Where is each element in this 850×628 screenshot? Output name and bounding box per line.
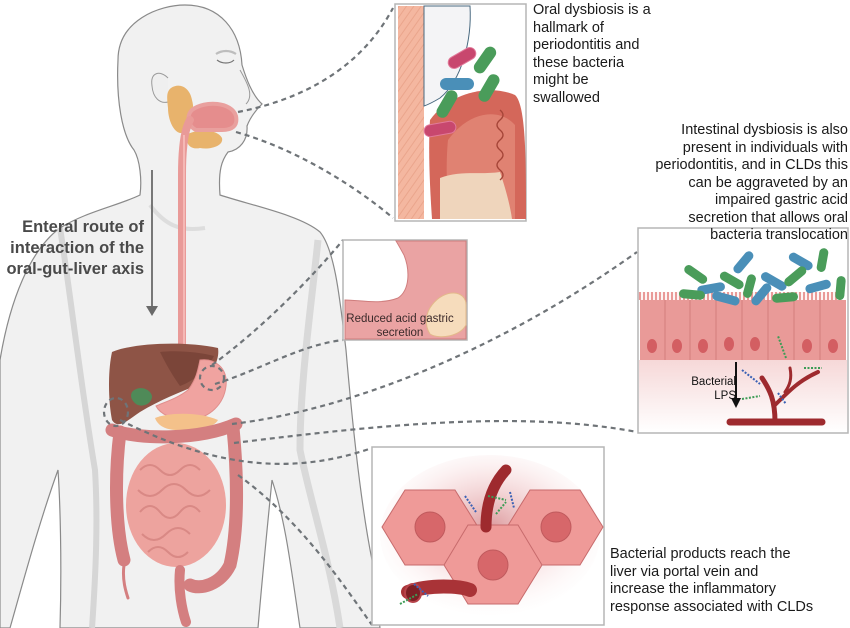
oral-cavity	[167, 85, 239, 364]
caption-line: swallowed	[533, 89, 600, 106]
lps-molecules	[741, 335, 822, 405]
hepatocyte-nuclei	[414, 511, 572, 581]
caption-line: these bacteria	[533, 54, 625, 71]
bacteria-blue	[697, 282, 725, 295]
mouth-cavity	[186, 101, 239, 132]
bacteria-green	[436, 90, 458, 118]
epithelium	[638, 292, 846, 360]
connector-mouth-lower	[235, 130, 394, 219]
caption-line: can be aggraveted by an	[688, 174, 848, 191]
bacteria-blue	[788, 252, 813, 271]
appendix	[122, 563, 130, 600]
gallbladder	[131, 388, 152, 406]
descending-colon	[183, 421, 243, 594]
bacteria-green	[743, 274, 756, 298]
digestive-organs	[105, 343, 243, 627]
small-intestine	[126, 443, 226, 567]
main-route-label-line: oral-gut-liver axis	[6, 260, 144, 278]
bone	[440, 172, 512, 219]
caption-line: secretion	[376, 327, 424, 339]
caption-line: periodontitis, and in CLDs this	[655, 157, 848, 173]
portal-vein	[401, 579, 477, 603]
lps-molecules-liver	[399, 491, 515, 605]
stomach-focus-circle	[198, 364, 226, 392]
central-vein	[480, 464, 512, 533]
bacteria-blue	[805, 279, 831, 294]
lps-label-line: LPS	[714, 390, 736, 402]
main-route-label-line: Enteral route of	[22, 218, 144, 236]
gut-bacteria	[678, 248, 846, 306]
bacteria-blue	[733, 251, 754, 274]
main-route-label: Enteral route of interaction of the oral…	[0, 217, 144, 280]
tooth-crown	[423, 5, 471, 107]
caption-line: present in individuals with	[682, 139, 848, 156]
intestine-panel-caption: Intestinal dysbiosis is also present in …	[608, 122, 848, 245]
bacteria-green	[473, 46, 497, 74]
bacteria-green	[772, 292, 799, 303]
bacterial-lps-label: Bacterial LPS	[676, 375, 736, 403]
connector-mouth-upper	[237, 7, 394, 114]
bacteria-green	[684, 265, 708, 284]
liver-panel-caption: Bacterial products reach the liver via p…	[610, 546, 850, 616]
dashed-connectors	[102, 7, 638, 626]
caption-line: impaired gastric acid	[715, 192, 848, 208]
bacteria-blue	[751, 283, 772, 306]
panel-intestine	[637, 227, 849, 434]
bacteria-green	[719, 271, 744, 290]
bacteria-green	[478, 74, 500, 102]
ear	[151, 72, 169, 103]
caption-line: secretion that allows oral	[688, 209, 848, 226]
connector-stomach-upper	[211, 239, 344, 366]
panel-oral	[394, 3, 527, 222]
panel-liver	[371, 446, 605, 626]
stomach-content	[425, 292, 467, 338]
bacteria-green	[784, 266, 807, 287]
caption-line: response associated with CLDs	[610, 598, 814, 615]
liver-focus-circle	[102, 396, 130, 428]
bacteria-green	[816, 248, 829, 272]
small-intestine-loops	[137, 464, 211, 558]
blood-vessel-intestine	[726, 366, 826, 426]
bacteria-green	[835, 276, 846, 301]
caption-line: Intestinal dysbiosis is also	[681, 122, 848, 138]
arm-crease	[57, 227, 100, 628]
caption-line: might be	[533, 72, 589, 88]
caption-line: periodontitis and	[533, 37, 640, 53]
stomach-panel-caption: Reduced acid gastric secretion	[344, 312, 456, 340]
route-arrow	[146, 170, 158, 316]
bacteria-green	[678, 289, 705, 300]
salivary-gland-sublingual	[186, 130, 223, 149]
bacteria-blue	[761, 272, 787, 291]
panel-stomach	[342, 239, 468, 341]
connector-stomach-lower	[214, 338, 344, 386]
caption-line: liver via portal vein and	[610, 563, 759, 580]
human-body-silhouette	[0, 4, 381, 628]
connector-intestine-lower	[233, 419, 638, 445]
eyebrow	[215, 49, 237, 55]
ascending-colon	[110, 425, 131, 567]
connector-liver-lower	[237, 474, 373, 626]
main-route-label-line: interaction of the	[10, 239, 144, 257]
caption-line: Oral dysbiosis is a	[533, 2, 651, 18]
caption-line: increase the inflammatory	[610, 581, 777, 597]
nose	[239, 69, 251, 105]
oral-panel-caption: Oral dysbiosis is a hallmark of periodon…	[533, 2, 683, 107]
caption-line: Bacterial products reach the	[610, 546, 791, 562]
tooth-root-stripes	[398, 6, 424, 219]
closed-eye	[216, 59, 235, 64]
bacteria-blue	[712, 291, 740, 306]
bacteria-blue	[440, 78, 474, 90]
caption-line: hallmark of	[533, 19, 604, 36]
connector-liver-upper	[119, 419, 373, 465]
rectum	[174, 565, 191, 627]
bacteria-pink	[423, 120, 457, 138]
caption-line: Reduced acid gastric	[346, 313, 454, 325]
bacteria-pink	[447, 47, 477, 69]
gum-wavy-line	[496, 109, 504, 181]
lps-label-line: Bacterial	[691, 376, 736, 388]
lps-arrow	[731, 362, 741, 408]
caption-line: bacteria translocation	[710, 227, 848, 243]
neck-shadow	[148, 203, 206, 232]
pancreas	[155, 413, 218, 430]
